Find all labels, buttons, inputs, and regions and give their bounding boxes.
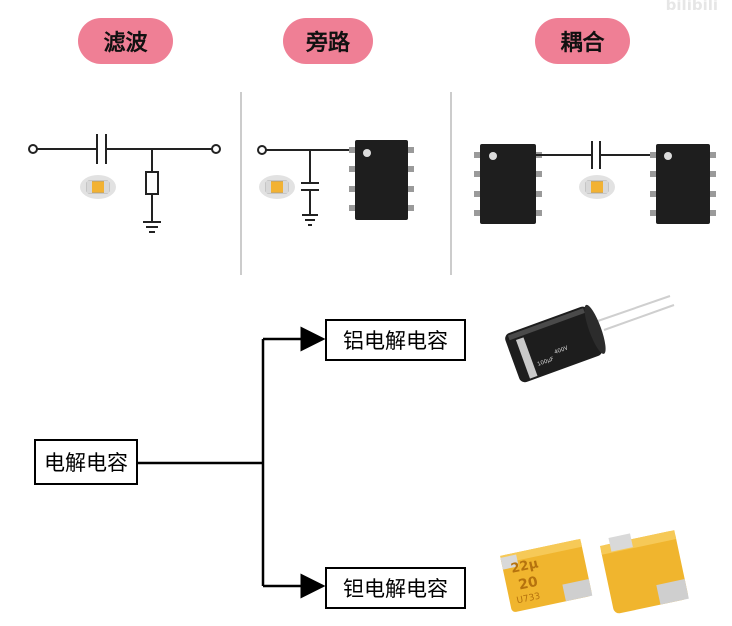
branch-node-tantalum-electrolytic: 钽电解电容 — [325, 567, 466, 609]
ic-chip-icon — [349, 140, 414, 220]
tree-connector — [137, 326, 326, 599]
ic-chip-icon — [650, 144, 716, 224]
root-node-electrolytic-capacitor: 电解电容 — [34, 439, 138, 485]
filter-circuit — [28, 134, 221, 233]
smd-capacitor-icon — [80, 175, 116, 199]
bypass-circuit — [257, 145, 356, 226]
coupling-label: 耦合 — [535, 18, 630, 64]
ic-chip-icon — [474, 144, 542, 224]
watermark: bilibili — [665, 0, 718, 14]
smd-capacitor-icon — [259, 175, 295, 199]
smd-capacitor-icon — [579, 175, 615, 199]
tantalum-cap-value: 22µ — [510, 556, 541, 577]
aluminum-capacitor-icon: 100µF 400V — [505, 295, 675, 383]
tantalum-capacitor-icon: 22µ 20 U733 — [500, 538, 593, 612]
aluminum-cap-voltage: 400V — [554, 345, 570, 356]
filter-label: 滤波 — [78, 18, 173, 64]
bypass-label: 旁路 — [283, 18, 373, 64]
tantalum-capacitor-icon — [599, 530, 689, 614]
aluminum-cap-value: 100µF — [537, 356, 555, 368]
tantalum-cap-voltage: 20 — [517, 574, 540, 594]
tantalum-cap-code: U733 — [516, 592, 541, 607]
branch-node-aluminum-electrolytic: 铝电解电容 — [325, 319, 466, 361]
coupling-wire — [536, 141, 656, 169]
